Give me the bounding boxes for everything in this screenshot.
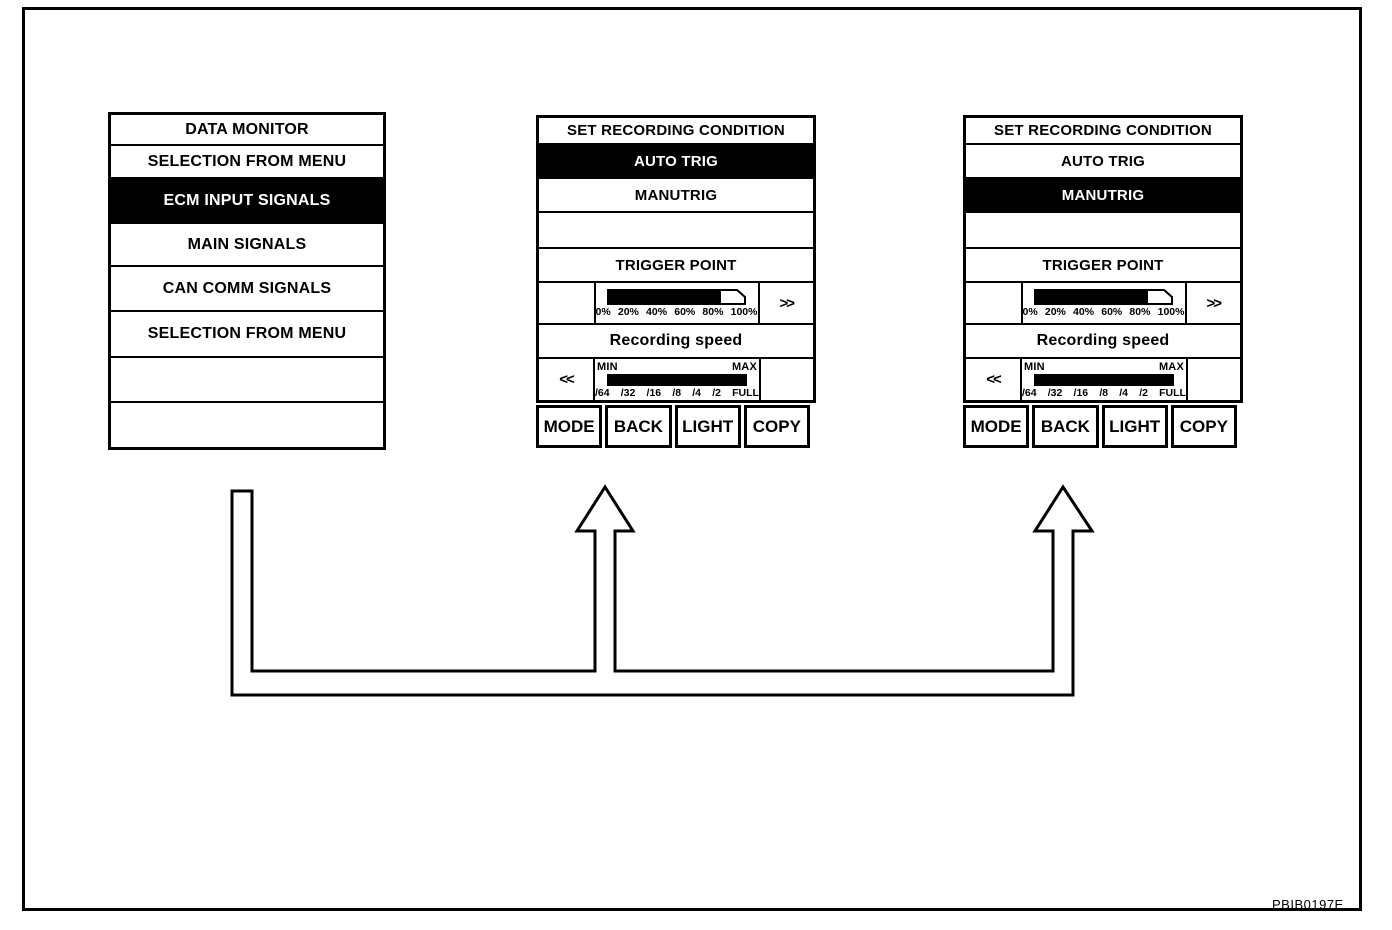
trigger-gauge: 0% 20% 40% 60% 80% 100%	[593, 283, 760, 323]
recording-speed-row: << MIN MAX /64 /32 /16 /8 /4 /2 FULL	[539, 359, 813, 400]
tick-label: /16	[646, 386, 662, 399]
max-label: MAX	[731, 360, 757, 373]
speed-gauge: MIN MAX /64 /32 /16 /8 /4 /2 FULL	[1019, 359, 1188, 400]
blank-row	[539, 213, 813, 249]
tick-label: /32	[1047, 386, 1063, 399]
blank-row	[966, 213, 1240, 249]
figure-code: PBIB0197E	[1272, 897, 1344, 912]
trigger-left-cell	[966, 283, 1021, 323]
function-key-row: MODE BACK LIGHT COPY	[963, 405, 1237, 448]
trigger-point-row: 0% 20% 40% 60% 80% 100% >>	[539, 283, 813, 325]
tick-label: 100%	[1157, 305, 1185, 318]
tick-label: 80%	[1129, 305, 1151, 318]
recording-speed-label: Recording speed	[539, 325, 813, 359]
tick-label: /32	[620, 386, 636, 399]
min-label: MIN	[596, 360, 618, 373]
copy-button[interactable]: COPY	[1170, 405, 1237, 448]
menu-item-selection-from-menu-2[interactable]: SELECTION FROM MENU	[111, 312, 383, 358]
light-button[interactable]: LIGHT	[1101, 405, 1168, 448]
tick-label: /64	[1021, 386, 1037, 399]
tick-label: /8	[672, 386, 682, 399]
min-label: MIN	[1023, 360, 1045, 373]
speed-ticks: /64 /32 /16 /8 /4 /2 FULL	[1022, 387, 1186, 399]
speed-gauge-bar	[1033, 373, 1174, 386]
trigger-gauge-bar	[1033, 288, 1173, 305]
menu-item-main-signals[interactable]: MAIN SIGNALS	[111, 224, 383, 267]
recording-speed-row: << MIN MAX /64 /32 /16 /8 /4 /2 FULL	[966, 359, 1240, 400]
menu-item-empty	[111, 358, 383, 403]
function-key-row: MODE BACK LIGHT COPY	[536, 405, 810, 448]
speed-right-cell	[761, 359, 813, 400]
menu-item-selection-from-menu[interactable]: SELECTION FROM MENU	[111, 146, 383, 179]
percent-ticks: 0% 20% 40% 60% 80% 100%	[596, 306, 758, 318]
tick-label: /64	[594, 386, 610, 399]
speed-right-cell	[1188, 359, 1240, 400]
tick-label: 80%	[702, 305, 724, 318]
trigger-gauge-bar	[606, 288, 746, 305]
tick-label: 40%	[1073, 305, 1095, 318]
tick-label: 0%	[1022, 305, 1038, 318]
tick-label: 20%	[617, 305, 639, 318]
speed-gauge: MIN MAX /64 /32 /16 /8 /4 /2 FULL	[592, 359, 761, 400]
trigger-gauge: 0% 20% 40% 60% 80% 100%	[1020, 283, 1187, 323]
tick-label: 100%	[730, 305, 758, 318]
trigger-point-row: 0% 20% 40% 60% 80% 100% >>	[966, 283, 1240, 325]
tick-label: 0%	[595, 305, 611, 318]
option-auto-trig[interactable]: AUTO TRIG	[966, 145, 1240, 179]
menu-item-empty	[111, 403, 383, 447]
tick-label: 40%	[646, 305, 668, 318]
max-label: MAX	[1158, 360, 1184, 373]
set-recording-condition-screen-auto: SET RECORDING CONDITION AUTO TRIG MANUTR…	[536, 115, 816, 403]
back-button[interactable]: BACK	[605, 405, 672, 448]
light-button[interactable]: LIGHT	[674, 405, 741, 448]
minmax-labels: MIN MAX	[597, 361, 757, 373]
figure-frame	[22, 7, 1362, 911]
mode-button[interactable]: MODE	[963, 405, 1030, 448]
rewind-button[interactable]: <<	[559, 371, 575, 388]
mode-button[interactable]: MODE	[536, 405, 603, 448]
forward-button[interactable]: >>	[1206, 294, 1222, 312]
tick-label: FULL	[732, 386, 759, 399]
screen-title: SET RECORDING CONDITION	[966, 118, 1240, 145]
option-manu-trig[interactable]: MANUTRIG	[966, 179, 1240, 213]
trigger-point-label: TRIGGER POINT	[966, 249, 1240, 283]
tick-label: /8	[1099, 386, 1109, 399]
menu-item-can-comm-signals[interactable]: CAN COMM SIGNALS	[111, 267, 383, 312]
tick-label: 60%	[1101, 305, 1123, 318]
tick-label: /4	[692, 386, 702, 399]
back-button[interactable]: BACK	[1032, 405, 1099, 448]
screen-title: DATA MONITOR	[111, 115, 383, 146]
minmax-labels: MIN MAX	[1024, 361, 1184, 373]
data-monitor-screen: DATA MONITOR SELECTION FROM MENU ECM INP…	[108, 112, 386, 450]
option-auto-trig[interactable]: AUTO TRIG	[539, 145, 813, 179]
trigger-point-label: TRIGGER POINT	[539, 249, 813, 283]
set-recording-condition-screen-manu: SET RECORDING CONDITION AUTO TRIG MANUTR…	[963, 115, 1243, 403]
option-manu-trig[interactable]: MANUTRIG	[539, 179, 813, 213]
menu-item-ecm-input-signals[interactable]: ECM INPUT SIGNALS	[111, 179, 383, 224]
speed-gauge-bar	[606, 373, 747, 386]
tick-label: /2	[712, 386, 721, 399]
tick-label: /16	[1073, 386, 1089, 399]
recording-speed-label: Recording speed	[966, 325, 1240, 359]
tick-label: /2	[1139, 386, 1148, 399]
screen-title: SET RECORDING CONDITION	[539, 118, 813, 145]
trigger-left-cell	[539, 283, 594, 323]
rewind-button[interactable]: <<	[986, 371, 1002, 388]
tick-label: 60%	[674, 305, 696, 318]
copy-button[interactable]: COPY	[743, 405, 810, 448]
tick-label: /4	[1119, 386, 1129, 399]
tick-label: FULL	[1159, 386, 1186, 399]
forward-button[interactable]: >>	[779, 294, 795, 312]
speed-ticks: /64 /32 /16 /8 /4 /2 FULL	[595, 387, 759, 399]
percent-ticks: 0% 20% 40% 60% 80% 100%	[1023, 306, 1185, 318]
tick-label: 20%	[1044, 305, 1066, 318]
